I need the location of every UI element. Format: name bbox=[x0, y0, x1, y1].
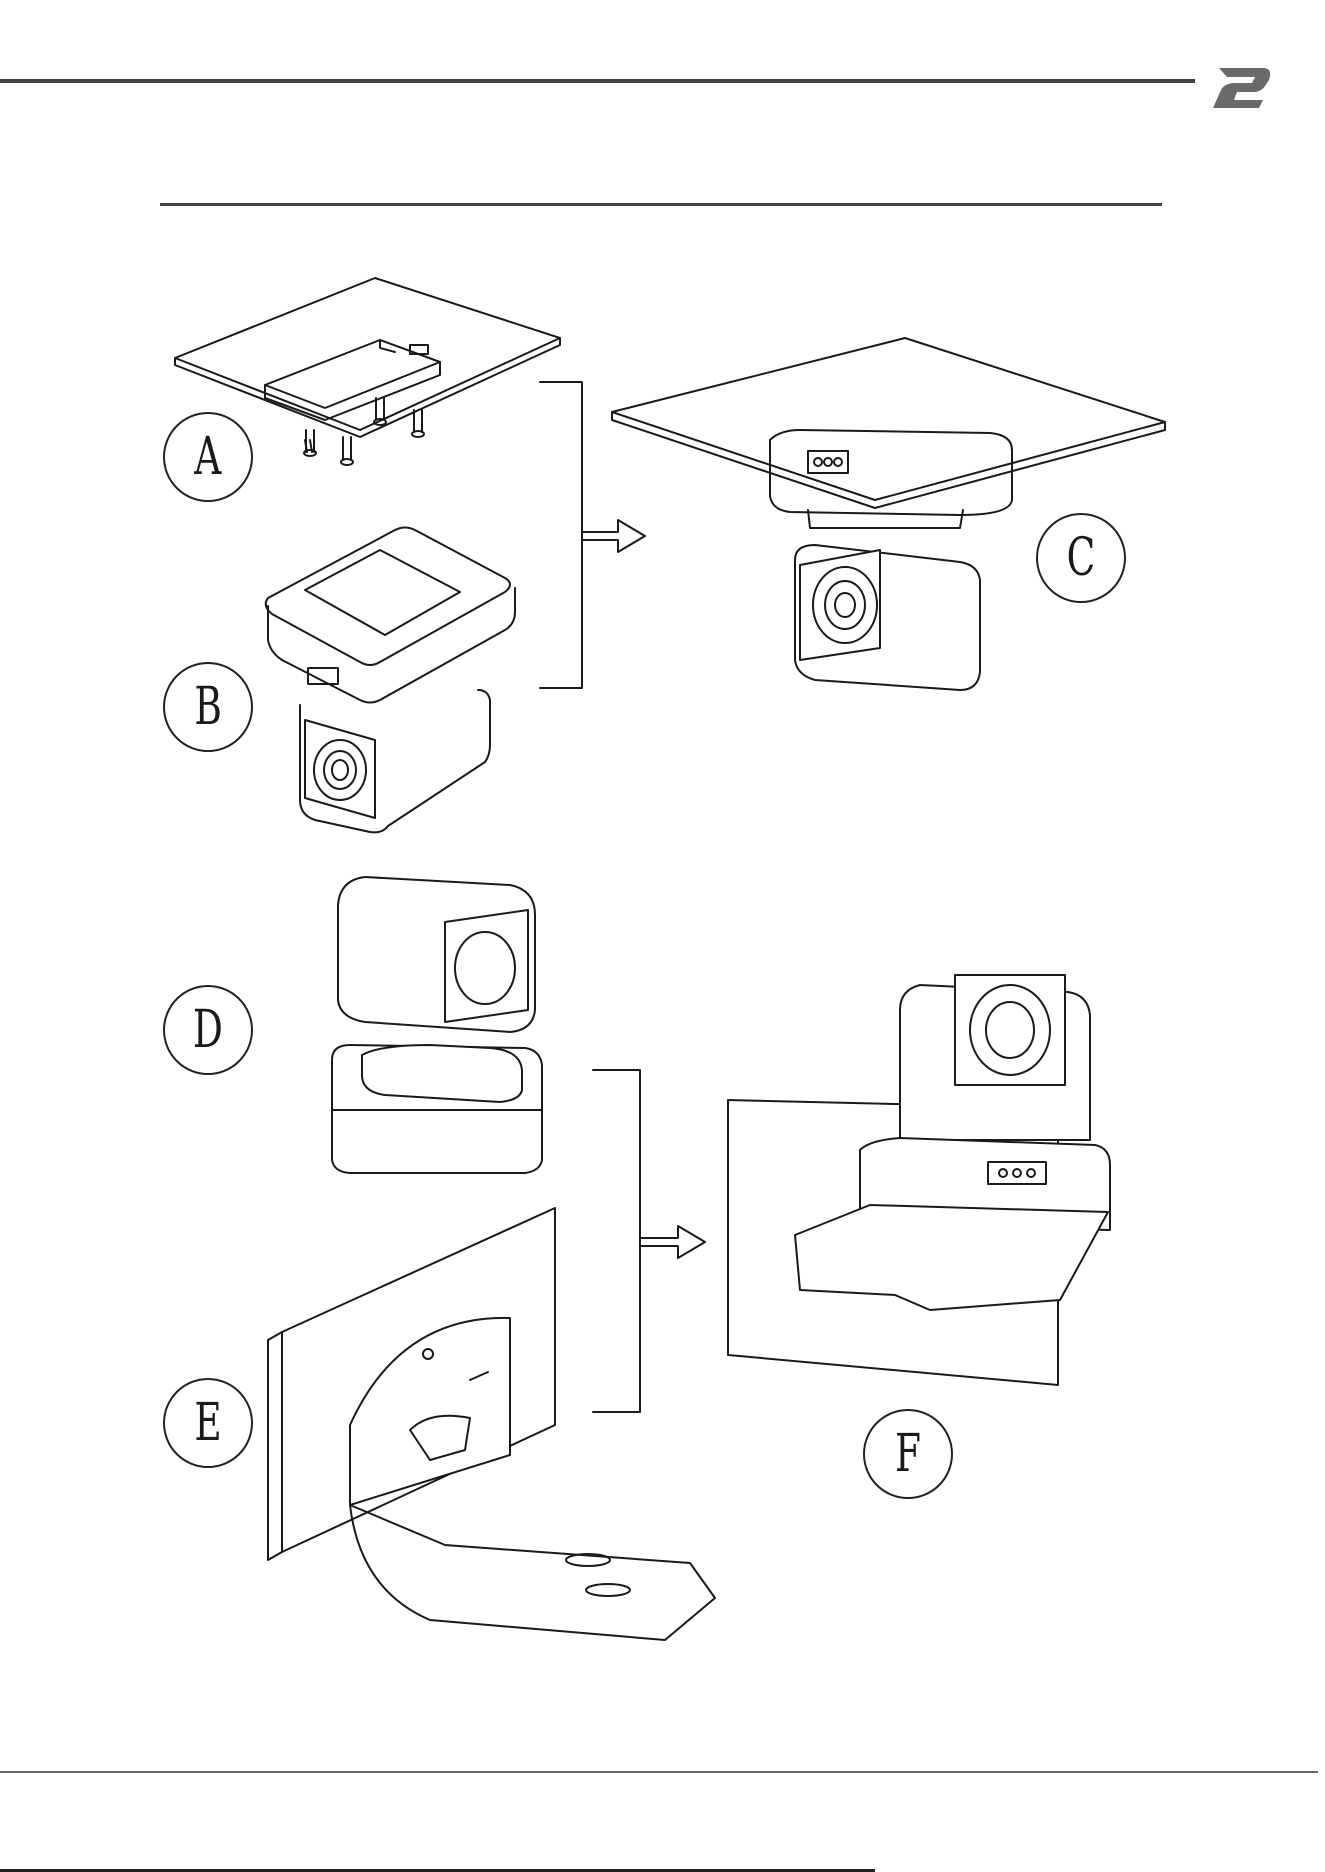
figure-b-camera-inverted bbox=[266, 528, 515, 833]
figure-label-c: C bbox=[1036, 513, 1126, 603]
footer-rule bbox=[0, 1771, 1318, 1773]
figure-label-b: B bbox=[163, 662, 253, 752]
figure-label-f: F bbox=[863, 1409, 953, 1499]
figure-d-camera-upright bbox=[332, 877, 542, 1173]
figure-f-wall-mounted-camera bbox=[728, 975, 1110, 1385]
figure-e-wall-bracket bbox=[268, 1208, 715, 1640]
arrow-de-to-f bbox=[593, 1070, 705, 1412]
figure-label-a: A bbox=[163, 412, 253, 502]
figure-label-d: D bbox=[163, 985, 253, 1075]
figure-label-e: E bbox=[163, 1378, 253, 1468]
arrow-ab-to-c bbox=[540, 382, 645, 688]
